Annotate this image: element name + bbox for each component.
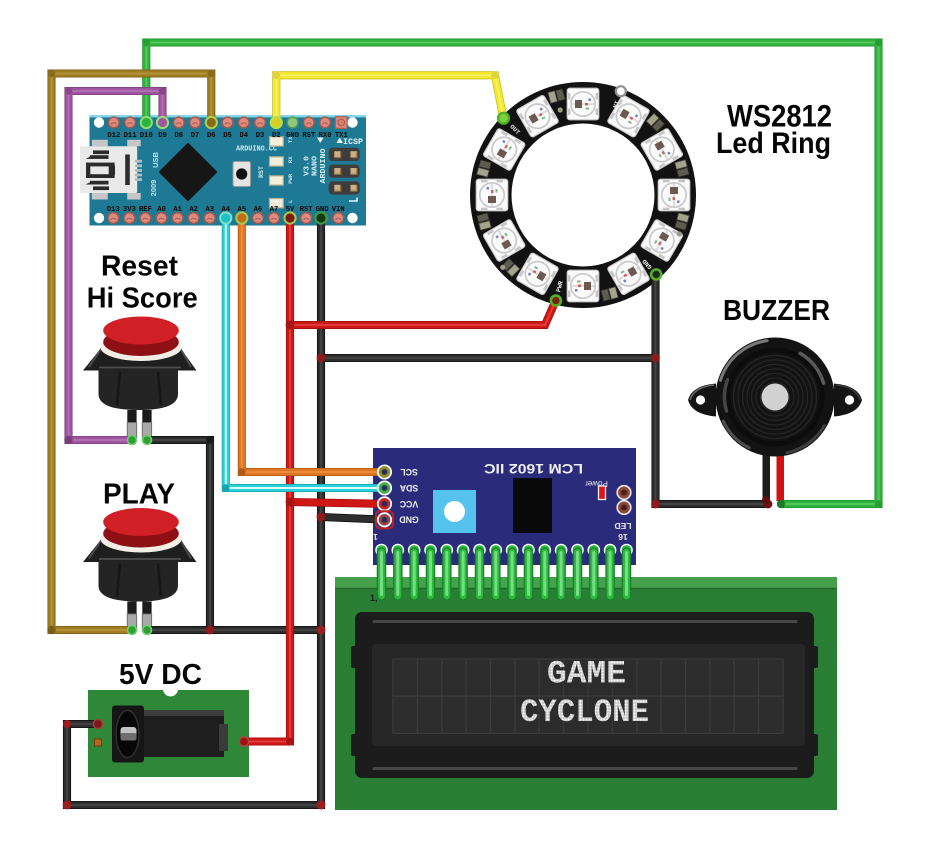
- svg-text:16: 16: [618, 532, 628, 542]
- svg-text:D9: D9: [158, 132, 167, 140]
- svg-text:LED: LED: [615, 521, 632, 531]
- svg-text:A2: A2: [189, 206, 198, 214]
- svg-text:NANO: NANO: [312, 155, 320, 176]
- svg-text:RX: RX: [287, 156, 294, 163]
- svg-text:RX0: RX0: [319, 132, 332, 140]
- svg-text:A5: A5: [238, 206, 247, 214]
- svg-text:BUZZER: BUZZER: [723, 295, 830, 327]
- svg-text:GND: GND: [399, 515, 419, 525]
- svg-text:D13: D13: [107, 206, 120, 214]
- svg-text:Power: Power: [585, 479, 608, 488]
- svg-text:PWR: PWR: [287, 173, 294, 184]
- svg-text:Reset: Reset: [101, 251, 178, 283]
- svg-text:A0: A0: [157, 206, 166, 214]
- svg-text:5V DC: 5V DC: [119, 659, 202, 691]
- svg-text:2009: 2009: [149, 180, 158, 197]
- svg-text:A3: A3: [205, 206, 214, 214]
- svg-text:D4: D4: [239, 132, 248, 140]
- svg-text:D3: D3: [256, 132, 265, 140]
- svg-text:IN: IN: [611, 100, 620, 110]
- svg-text:VIN: VIN: [332, 206, 345, 214]
- svg-text:V3.0: V3.0: [304, 155, 312, 176]
- svg-text:D10: D10: [140, 132, 153, 140]
- svg-text:A6: A6: [254, 206, 263, 214]
- svg-text:D11: D11: [124, 132, 138, 140]
- svg-text:1: 1: [373, 532, 378, 542]
- svg-text:D2: D2: [272, 132, 281, 140]
- svg-text:PLAY: PLAY: [103, 479, 175, 511]
- svg-text:D7: D7: [191, 132, 200, 140]
- svg-text:3V3: 3V3: [123, 206, 136, 214]
- svg-text:GND: GND: [316, 206, 330, 214]
- svg-text:TX1: TX1: [335, 132, 349, 140]
- svg-text:RST: RST: [300, 206, 314, 214]
- svg-text:ICSP: ICSP: [343, 138, 363, 147]
- svg-text:SDA: SDA: [399, 483, 418, 493]
- svg-text:USB: USB: [151, 152, 160, 168]
- svg-text:D12: D12: [107, 132, 120, 140]
- svg-text:VCC: VCC: [399, 499, 418, 509]
- svg-text:TX: TX: [287, 136, 294, 143]
- svg-text:D8: D8: [174, 132, 183, 140]
- svg-text:1,: 1,: [370, 593, 378, 603]
- svg-text:A7: A7: [270, 206, 279, 214]
- svg-text:SCL: SCL: [400, 467, 418, 477]
- svg-text:ARDUINO.CC: ARDUINO.CC: [236, 146, 277, 154]
- svg-text:RST: RST: [302, 132, 316, 140]
- svg-text:A1: A1: [173, 206, 182, 214]
- svg-text:RST: RST: [258, 166, 265, 178]
- svg-text:WS2812: WS2812: [727, 98, 832, 134]
- svg-text:Hi Score: Hi Score: [87, 283, 198, 315]
- svg-text:GND: GND: [286, 132, 300, 140]
- svg-text:A4: A4: [221, 206, 230, 214]
- svg-text:D5: D5: [223, 132, 232, 140]
- svg-text:L: L: [287, 199, 294, 203]
- svg-text:CYCLONE: CYCLONE: [520, 694, 649, 731]
- svg-text:PWR: PWR: [555, 280, 565, 293]
- svg-text:REF: REF: [139, 206, 152, 214]
- svg-text:D6: D6: [207, 132, 216, 140]
- svg-text:5V: 5V: [286, 206, 295, 214]
- svg-text:Led Ring: Led Ring: [716, 127, 831, 160]
- svg-text:LCM 1602 IIC: LCM 1602 IIC: [484, 461, 583, 477]
- svg-text:ARDUINO: ARDUINO: [320, 148, 328, 184]
- svg-text:GAME: GAME: [547, 656, 626, 693]
